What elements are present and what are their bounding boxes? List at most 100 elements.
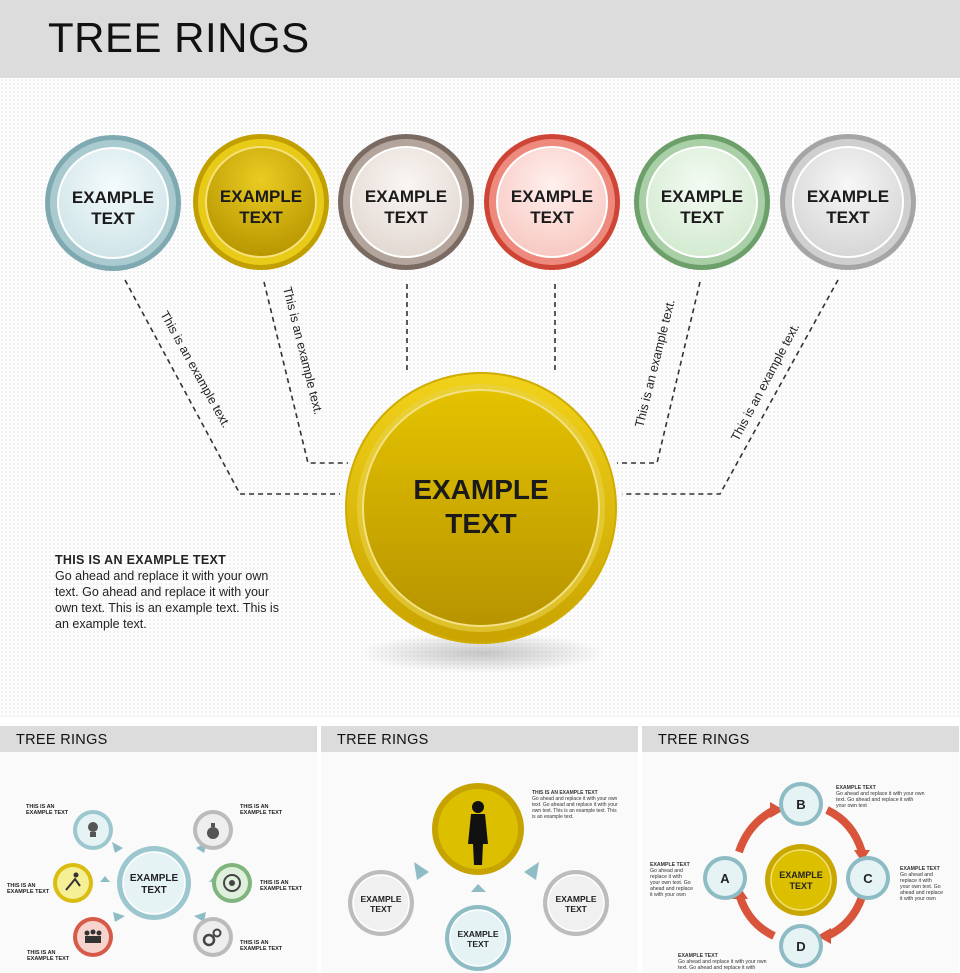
- svg-text:is an example text.: is an example text.: [532, 814, 574, 820]
- svg-text:Go ahead and replace it with y: Go ahead and replace it with your own: [678, 959, 767, 965]
- lightbulb-icon: [73, 810, 113, 850]
- businesswoman-silhouette-icon: [432, 783, 524, 875]
- thumbnail-2-arrows: [414, 862, 539, 892]
- connector-label-5: This is an example text.: [632, 298, 677, 429]
- svg-text:your own text. Go: your own text. Go: [650, 880, 691, 886]
- thumbnail-3-center-ring: EXAMPLE TEXT: [765, 844, 837, 916]
- thumbnail-3-node-b: B: [779, 782, 823, 826]
- center-ring-label-line2: TEXT: [445, 508, 517, 539]
- thumbnail-3-title: TREE RINGS: [642, 726, 959, 752]
- thumbnail-2-title: TREE RINGS: [321, 726, 638, 752]
- svg-text:EXAMPLE: EXAMPLE: [779, 870, 823, 880]
- svg-text:B: B: [796, 797, 805, 812]
- ring-3-label-line1: EXAMPLE: [365, 187, 447, 206]
- svg-text:EXAMPLE TEXT: EXAMPLE TEXT: [678, 953, 719, 959]
- svg-text:EXAMPLE TEXT: EXAMPLE TEXT: [7, 889, 50, 895]
- connector-line-6: [622, 279, 839, 495]
- svg-text:THIS IS AN: THIS IS AN: [260, 880, 289, 886]
- svg-text:Go ahead and replace it with y: Go ahead and replace it with your own: [532, 796, 618, 802]
- thumbnail-1-title: TREE RINGS: [0, 726, 317, 752]
- thumbnail-3-node-d: D: [779, 924, 823, 968]
- svg-text:EXAMPLE TEXT: EXAMPLE TEXT: [836, 785, 877, 791]
- ring-4-label-line1: EXAMPLE: [511, 187, 593, 206]
- thumbnail-2-diagram: EXAMPLE TEXT EXAMPLE TEXT EXAMPLE TEXT T…: [348, 783, 618, 971]
- svg-text:EXAMPLE TEXT: EXAMPLE TEXT: [27, 956, 70, 962]
- slide-header: TREE RINGS: [0, 0, 960, 78]
- svg-text:EXAMPLE: EXAMPLE: [360, 894, 401, 904]
- team-icon: [73, 917, 113, 957]
- svg-text:EXAMPLE TEXT: EXAMPLE TEXT: [650, 862, 691, 868]
- connector-label-2: This is an example text.: [280, 285, 325, 416]
- svg-text:TEXT: TEXT: [370, 904, 393, 914]
- ring-6-label-line1: EXAMPLE: [807, 187, 889, 206]
- svg-text:ahead and replace: ahead and replace: [650, 886, 693, 892]
- connector-label-1: This is an example text.: [157, 309, 233, 431]
- thumbnail-3-node-a: A: [703, 856, 747, 900]
- ring-1-label-line2: TEXT: [91, 209, 135, 228]
- ring-5-label-line2: TEXT: [680, 208, 724, 227]
- connector-label-6: This is an example text.: [728, 321, 802, 444]
- thumbnail-2-left-ring: EXAMPLE TEXT: [348, 870, 414, 936]
- ring-2-label-line1: EXAMPLE: [220, 187, 302, 206]
- svg-text:text. Go ahead and replace it: text. Go ahead and replace it with: [836, 797, 913, 803]
- svg-text:THIS IS AN: THIS IS AN: [240, 940, 269, 946]
- connector-line-1: [124, 279, 340, 495]
- svg-text:your own text: your own text: [836, 803, 867, 809]
- thumb1-center-line1: EXAMPLE: [130, 873, 179, 884]
- ring-2-label-line2: TEXT: [239, 208, 283, 227]
- main-diagram: This is an example text. This is an exam…: [0, 78, 960, 718]
- svg-text:TEXT: TEXT: [789, 881, 813, 891]
- svg-text:EXAMPLE TEXT: EXAMPLE TEXT: [260, 886, 303, 892]
- thumbnail-2-right-ring: EXAMPLE TEXT: [543, 870, 609, 936]
- ring-2: EXAMPLE TEXT: [193, 134, 329, 270]
- thumbnail-3-diagram: EXAMPLE TEXT A B C D EXAMPLE TEXT Go ahe…: [650, 782, 943, 971]
- svg-text:EXAMPLE TEXT: EXAMPLE TEXT: [26, 810, 69, 816]
- svg-text:TEXT: TEXT: [565, 904, 588, 914]
- svg-text:THIS IS AN: THIS IS AN: [240, 804, 269, 810]
- text-note: THIS IS AN EXAMPLE TEXT Go ahead and rep…: [55, 552, 295, 632]
- svg-text:Go ahead and: Go ahead and: [650, 868, 683, 874]
- svg-text:EXAMPLE TEXT: EXAMPLE TEXT: [240, 810, 283, 816]
- thumbnail-2-bottom-ring: EXAMPLE TEXT: [445, 905, 511, 971]
- svg-text:A: A: [720, 871, 730, 886]
- page-title: TREE RINGS: [48, 14, 310, 61]
- note-body: Go ahead and replace it with your own te…: [55, 569, 279, 631]
- svg-text:EXAMPLE TEXT: EXAMPLE TEXT: [240, 946, 283, 952]
- thumbnail-2[interactable]: TREE RINGS EXAMPLE TEXT EXAMPLE TEXT EXA…: [321, 726, 638, 973]
- money-bag-icon: [193, 810, 233, 850]
- ring-4: EXAMPLE TEXT: [484, 134, 620, 270]
- thumbnail-3-cycle-arrows: [735, 806, 866, 940]
- svg-text:EXAMPLE TEXT: EXAMPLE TEXT: [900, 866, 941, 872]
- note-title: THIS IS AN EXAMPLE TEXT: [55, 553, 227, 567]
- svg-text:C: C: [863, 871, 873, 886]
- svg-text:own text. This is an example t: own text. This is an example text. This: [532, 808, 617, 814]
- svg-text:text. Go ahead and replace it: text. Go ahead and replace it with your: [532, 802, 618, 808]
- svg-text:THIS IS AN EXAMPLE TEXT: THIS IS AN EXAMPLE TEXT: [532, 790, 598, 796]
- ring-4-label-line2: TEXT: [530, 208, 574, 227]
- svg-text:replace it with: replace it with: [900, 878, 932, 884]
- svg-text:Go ahead and: Go ahead and: [900, 872, 933, 878]
- thumbnail-3[interactable]: TREE RINGS EXAMPLE TEXT A B C D EXAM: [642, 726, 959, 973]
- svg-text:replace it with: replace it with: [650, 874, 682, 880]
- ring-3-label-line2: TEXT: [384, 208, 428, 227]
- svg-text:D: D: [796, 939, 805, 954]
- ring-6-label-line2: TEXT: [826, 208, 870, 227]
- ring-5-label-line1: EXAMPLE: [661, 187, 743, 206]
- svg-text:ahead and replace: ahead and replace: [900, 890, 943, 896]
- gears-icon: [193, 917, 233, 957]
- thumbnail-1[interactable]: TREE RINGS EXAMPLE TEXT: [0, 726, 317, 973]
- svg-text:THIS IS AN: THIS IS AN: [26, 804, 55, 810]
- svg-text:your own text. Go: your own text. Go: [900, 884, 941, 890]
- center-ring: EXAMPLE TEXT: [345, 372, 617, 673]
- connector-lines: [124, 279, 839, 495]
- tree-rings-diagram: This is an example text. This is an exam…: [45, 134, 916, 673]
- thumb1-center-line2: TEXT: [141, 885, 167, 896]
- ring-6: EXAMPLE TEXT: [780, 134, 916, 270]
- target-icon: [212, 863, 252, 903]
- ring-1: EXAMPLE TEXT: [45, 135, 181, 271]
- svg-text:text. Go ahead and replace it: text. Go ahead and replace it with: [678, 965, 755, 971]
- svg-text:EXAMPLE: EXAMPLE: [555, 894, 596, 904]
- thumbnail-3-labels: EXAMPLE TEXT Go ahead and replace it wit…: [650, 785, 943, 971]
